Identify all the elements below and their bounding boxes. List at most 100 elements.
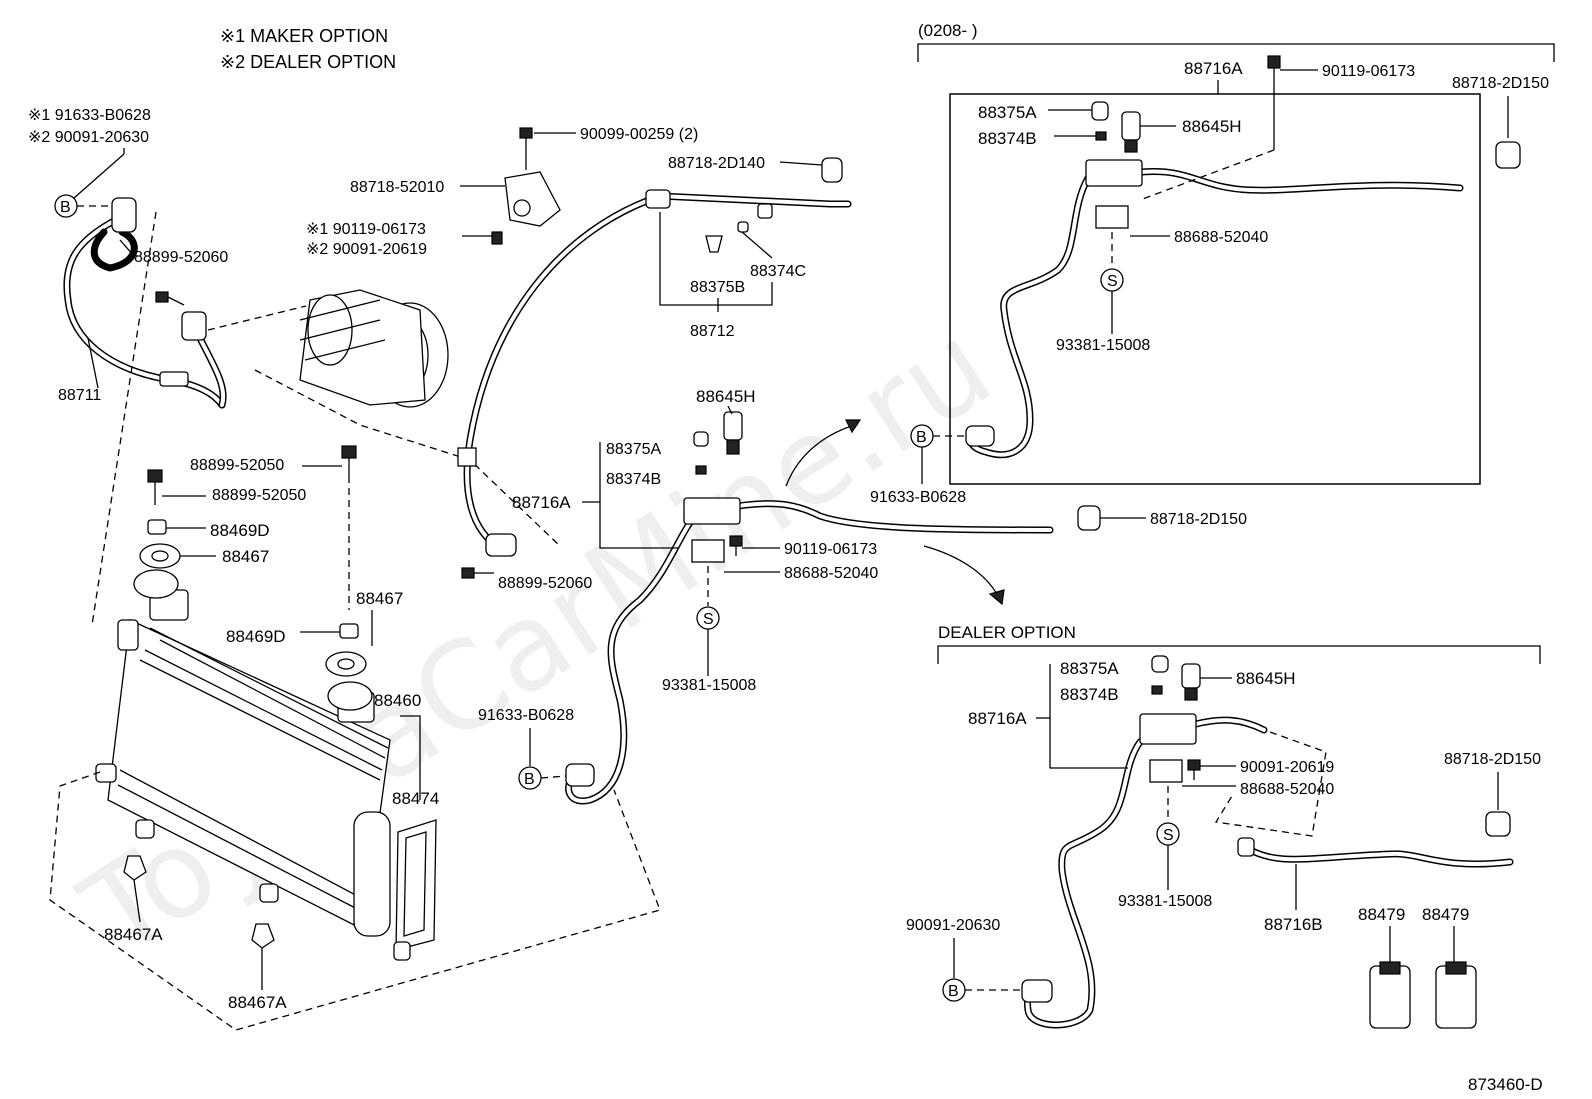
collar-icon <box>339 623 359 639</box>
upper-option-box <box>949 93 1481 485</box>
label-88460: 88460 <box>374 691 421 710</box>
label-90091-20630-dealer: 90091-20630 <box>906 917 1000 934</box>
label-88899-52060-a: 88899-52060 <box>134 249 228 266</box>
arrow-head-icon <box>988 589 1005 606</box>
cushion-icon <box>123 855 147 881</box>
label-88467A-a: 88467A <box>104 925 163 944</box>
label-88645H-upper: 88645H <box>1182 117 1242 136</box>
label-88374B-upper: 88374B <box>978 129 1037 148</box>
pressure-switch-88645H-icon <box>1121 111 1141 153</box>
label-88474: 88474 <box>392 789 439 808</box>
label-88375A-center: 88375A <box>606 441 661 458</box>
bolt-icon <box>461 567 494 579</box>
suction-hose-88712 <box>457 189 852 557</box>
label-93381-15008-dealer: 93381-15008 <box>1118 893 1212 910</box>
cap-icon <box>693 431 709 447</box>
dealer-option-header: DEALER OPTION <box>938 623 1076 642</box>
figure-number: 873460-D <box>1468 1075 1543 1094</box>
pressure-switch-88645H-icon <box>1181 663 1201 701</box>
receiver-dryer-icon <box>1435 961 1477 1029</box>
legend-maker-option: ※1 MAKER OPTION <box>220 26 388 46</box>
legend-dealer-option: ※2 DEALER OPTION <box>220 52 396 72</box>
callout-b-letter: B <box>524 771 535 788</box>
callout-s-letter: S <box>1163 827 1174 844</box>
label-88716A-center: 88716A <box>512 493 571 512</box>
label-90099-00259: 90099-00259 (2) <box>580 126 698 143</box>
cushion-icon <box>251 923 275 949</box>
label-88479-b: 88479 <box>1422 905 1469 924</box>
valve-core-icon <box>695 465 707 475</box>
cap-88718-2D150-icon <box>1077 505 1101 531</box>
cap-icon <box>1091 101 1109 121</box>
label-88375A-upper: 88375A <box>978 103 1037 122</box>
valve-core-icon <box>757 203 773 219</box>
discharge-hose-88711 <box>63 197 227 409</box>
label-88374B-dealer: 88374B <box>1060 685 1119 704</box>
label-90119-06173-maker: ※1 90119-06173 <box>306 221 426 238</box>
label-88899-52050-b: 88899-52050 <box>190 457 284 474</box>
cap-icon <box>1495 141 1521 169</box>
label-91633-B0628-upper: 91633-B0628 <box>870 489 966 506</box>
liquid-tube-88716A-dealer <box>1021 713 1268 1029</box>
bracket-88718-52010 <box>504 171 561 227</box>
callout-s-letter: S <box>703 611 714 628</box>
bolt-icon <box>341 445 357 476</box>
label-90091-20619-dealer: ※2 90091-20619 <box>306 241 427 258</box>
liquid-tube-88716A <box>565 497 1054 805</box>
label-88645H-dealer: 88645H <box>1236 669 1296 688</box>
label-88467-a: 88467 <box>222 547 269 566</box>
label-88375B: 88375B <box>690 279 745 296</box>
cap-icon <box>1485 811 1511 837</box>
label-93381-15008-upper: 93381-15008 <box>1056 337 1150 354</box>
liquid-tube-88716B <box>1237 837 1514 868</box>
label-90091-20630-dealer: ※2 90091-20630 <box>28 129 149 146</box>
label-88469D-a: 88469D <box>210 521 270 540</box>
receiver-dryer-icon <box>353 811 391 937</box>
bolt-icon <box>1267 55 1281 150</box>
bolt-icon <box>147 469 163 505</box>
callout-b-letter: B <box>916 429 927 446</box>
label-88718-2D150-center: 88718-2D150 <box>1150 511 1247 528</box>
label-88718-2D150-upper: 88718-2D150 <box>1452 75 1549 92</box>
label-88467-b: 88467 <box>356 589 403 608</box>
label-90091-20619-dealer: 90091-20619 <box>1240 759 1334 776</box>
label-88645H-center: 88645H <box>696 387 756 406</box>
cap-icon <box>1151 655 1169 673</box>
compressor-outline <box>299 289 449 408</box>
cap-88718-2D140-icon <box>821 157 843 183</box>
label-88716A-dealer: 88716A <box>968 709 1027 728</box>
callout-b-letter: B <box>60 199 71 216</box>
label-88718-52010: 88718-52010 <box>350 179 444 196</box>
label-88899-52060-b: 88899-52060 <box>498 575 592 592</box>
valve-core-icon <box>1151 685 1163 695</box>
label-88718-2D150-dealer: 88718-2D150 <box>1444 751 1541 768</box>
label-88716B: 88716B <box>1264 915 1323 934</box>
label-88479-a: 88479 <box>1358 905 1405 924</box>
label-88374C: 88374C <box>750 263 806 280</box>
valve-core-icon <box>1095 131 1107 141</box>
label-88374B-center: 88374B <box>606 471 661 488</box>
collar-icon <box>147 519 167 535</box>
bolt-icon <box>729 535 743 556</box>
label-88469D-b: 88469D <box>226 627 286 646</box>
condenser-88460 <box>95 589 391 931</box>
label-91633-B0628-maker: ※1 91633-B0628 <box>28 107 151 124</box>
callout-s-letter: S <box>1107 273 1118 290</box>
label-88688-52040-dealer: 88688-52040 <box>1240 781 1334 798</box>
label-90119-06173-upper: 90119-06173 <box>1322 63 1415 80</box>
bolt-icon <box>155 291 185 306</box>
label-93381-15008-center: 93381-15008 <box>662 677 756 694</box>
receiver-dryer-icon <box>1369 961 1411 1029</box>
cap-icon <box>737 221 749 233</box>
liquid-tube-88716A-upper <box>965 159 1464 459</box>
label-88711: 88711 <box>58 387 101 404</box>
pressure-switch-88645H-icon <box>723 411 743 455</box>
label-88712: 88712 <box>690 323 735 340</box>
date-range-header: (0208- ) <box>918 21 978 40</box>
label-88718-2D140: 88718-2D140 <box>668 155 765 172</box>
label-88688-52040-center: 88688-52040 <box>784 565 878 582</box>
bolt-icon <box>1187 759 1201 780</box>
filter-88474-icon <box>395 819 437 951</box>
cap-icon <box>705 235 723 253</box>
